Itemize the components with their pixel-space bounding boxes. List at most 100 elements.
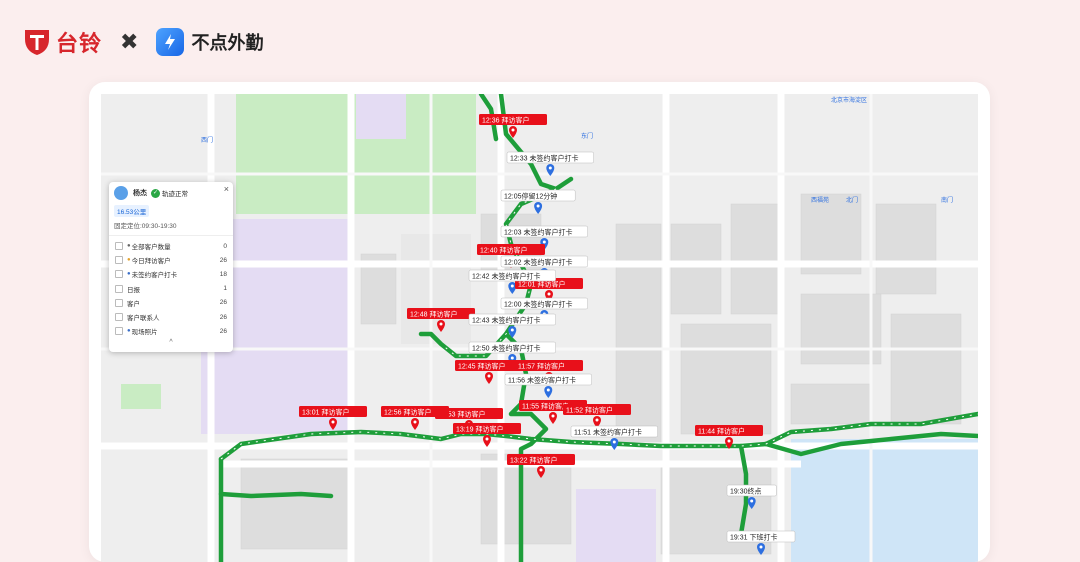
checkin-pin-icon[interactable] xyxy=(508,326,517,338)
avatar xyxy=(114,186,128,200)
divider xyxy=(109,235,233,236)
visit-label[interactable]: 13:01 拜访客户 xyxy=(299,406,367,417)
checkin-label[interactable]: 12:05停留12分钟 xyxy=(500,189,576,202)
layer-checkbox[interactable] xyxy=(115,256,123,265)
map-label-text: 11:51 未签约客户打卡 xyxy=(574,427,642,436)
layer-count: 0 xyxy=(223,242,227,250)
pin-icon: ● xyxy=(127,271,131,278)
map-label-text: 13:19 拜访客户 xyxy=(456,424,503,433)
checkin-label[interactable]: 12:50 未签约客户打卡 xyxy=(468,341,556,354)
visit-pin-icon[interactable] xyxy=(549,412,557,424)
checkin-pin-icon[interactable] xyxy=(508,282,517,294)
layer-label: 现场照片 xyxy=(131,329,158,337)
map-label-text: 11:56 未签约客户打卡 xyxy=(508,375,576,384)
checkin-label[interactable]: 12:03 未签约客户打卡 xyxy=(500,225,588,238)
map-label-text: 13:01 拜访客户 xyxy=(302,407,349,416)
visit-label[interactable]: 12:48 拜访客户 xyxy=(407,308,475,319)
map-label-text: 12:05停留12分钟 xyxy=(504,191,557,200)
layer-checkbox[interactable] xyxy=(115,313,123,322)
layer-checkbox[interactable] xyxy=(115,327,123,336)
checkin-pin-icon[interactable] xyxy=(546,164,555,176)
visit-pin-icon[interactable] xyxy=(485,372,493,384)
checkin-pin-icon[interactable] xyxy=(747,497,756,509)
map-label-text: 12:48 拜访客户 xyxy=(410,309,457,318)
track-status: 轨迹正常 xyxy=(162,191,188,198)
map-view[interactable]: 12:36 拜访客户 12:40 拜访客户 12:48 拜访客户 12:45 拜访客户… xyxy=(101,94,978,562)
close-icon[interactable]: × xyxy=(223,184,229,194)
map-label-text: 12:43 未签约客户打卡 xyxy=(472,315,540,324)
map-label-text: 12:36 拜访客户 xyxy=(482,115,529,124)
layer-checkbox[interactable] xyxy=(115,270,123,279)
visit-label[interactable]: 12:40 拜访客户 xyxy=(477,244,545,255)
tracking-panel: 杨杰 ✓ 轨迹正常 × 16.53公里 固定定位:09:30-19:30 ●全部… xyxy=(109,182,233,352)
map-label-text: 19:31 下班打卡 xyxy=(730,532,777,541)
map-label-text: 12:42 未签约客户打卡 xyxy=(472,271,540,280)
visit-pin-icon[interactable] xyxy=(537,466,545,478)
map-label-text: 12:50 未签约客户打卡 xyxy=(472,343,540,352)
visit-label[interactable]: 12:36 拜访客户 xyxy=(479,114,547,125)
layer-count: 26 xyxy=(219,313,227,321)
checkin-pin-icon[interactable] xyxy=(610,438,619,450)
checkin-pin-icon[interactable] xyxy=(534,202,543,214)
app-logo-icon xyxy=(156,28,185,56)
layer-checkbox[interactable] xyxy=(115,284,123,293)
tailg-logo-icon xyxy=(22,27,52,57)
checkin-label[interactable]: 12:42 未签约客户打卡 xyxy=(468,269,556,282)
place-label: 北京市海淀区 xyxy=(831,96,867,104)
brand-right-name: 不点外勤 xyxy=(191,33,264,53)
visit-pin-icon[interactable] xyxy=(329,418,337,430)
visit-label[interactable]: 12:45 拜访客户 xyxy=(455,360,523,371)
layer-label: 今日拜访客户 xyxy=(131,258,171,266)
visit-pin-icon[interactable] xyxy=(437,320,445,332)
map-label-text: 12:40 拜访客户 xyxy=(480,245,527,254)
visit-label[interactable]: 12:56 拜访客户 xyxy=(381,406,449,417)
visit-label[interactable]: 11:52 拜访客户 xyxy=(563,404,631,415)
map-label-text: 12:53 拜访客户 xyxy=(438,409,485,418)
checkin-label[interactable]: 12:43 未签约客户打卡 xyxy=(468,313,556,326)
map-label-text: 12:03 未签约客户打卡 xyxy=(504,227,572,236)
layer-count: 26 xyxy=(219,327,227,335)
visit-pin-icon[interactable] xyxy=(483,435,491,447)
checkin-label[interactable]: 12:00 未签约客户打卡 xyxy=(500,297,588,310)
brand-separator: ✖ xyxy=(120,29,139,54)
visit-label[interactable]: 12:53 拜访客户 xyxy=(435,408,503,419)
checkin-label[interactable]: 12:33 未签约客户打卡 xyxy=(506,151,594,164)
checkin-label[interactable]: 19:31 下班打卡 xyxy=(726,530,796,543)
layer-count: 26 xyxy=(219,256,227,264)
map-canvas[interactable]: 12:36 拜访客户 12:40 拜访客户 12:48 拜访客户 12:45 拜访客户… xyxy=(101,94,978,562)
map-label-text: 12:01 拜访客户 xyxy=(518,279,565,288)
checkin-label[interactable]: 11:56 未签约客户打卡 xyxy=(504,373,592,386)
map-label-text: 12:00 未签约客户打卡 xyxy=(504,299,572,308)
collapse-chevron-icon[interactable]: ^ xyxy=(169,339,173,347)
visit-label[interactable]: 11:44 拜访客户 xyxy=(695,425,763,436)
checkin-label[interactable]: 11:51 未签约客户打卡 xyxy=(570,425,658,438)
map-label-text: 11:44 拜访客户 xyxy=(698,426,745,435)
map-label-text: 13:22 拜访客户 xyxy=(510,455,557,464)
distance-badge: 16.53公里 xyxy=(114,205,150,217)
visit-pin-icon[interactable] xyxy=(411,418,419,430)
layer-checkbox[interactable] xyxy=(115,242,123,251)
checkin-pin-icon[interactable] xyxy=(544,386,553,398)
layer-count: 18 xyxy=(219,270,227,278)
visit-pin-icon[interactable] xyxy=(509,126,517,138)
brand-bar: 台铃 ✖ 不点外勤 xyxy=(22,26,263,58)
visit-pin-icon[interactable] xyxy=(593,416,601,428)
layer-checkbox[interactable] xyxy=(115,298,123,307)
checkin-label[interactable]: 19:30终点 xyxy=(726,484,777,497)
layer-count: 26 xyxy=(219,299,227,307)
visit-label[interactable]: 11:57 拜访客户 xyxy=(515,360,583,371)
place-label: 西福苑 xyxy=(811,196,829,204)
checkin-label[interactable]: 12:02 未签约客户打卡 xyxy=(500,255,588,268)
visit-label[interactable]: 13:22 拜访客户 xyxy=(507,454,575,465)
visit-label[interactable]: 13:19 拜访客户 xyxy=(453,423,521,434)
visit-pin-icon[interactable] xyxy=(725,437,733,449)
layer-count: 1 xyxy=(223,285,227,293)
